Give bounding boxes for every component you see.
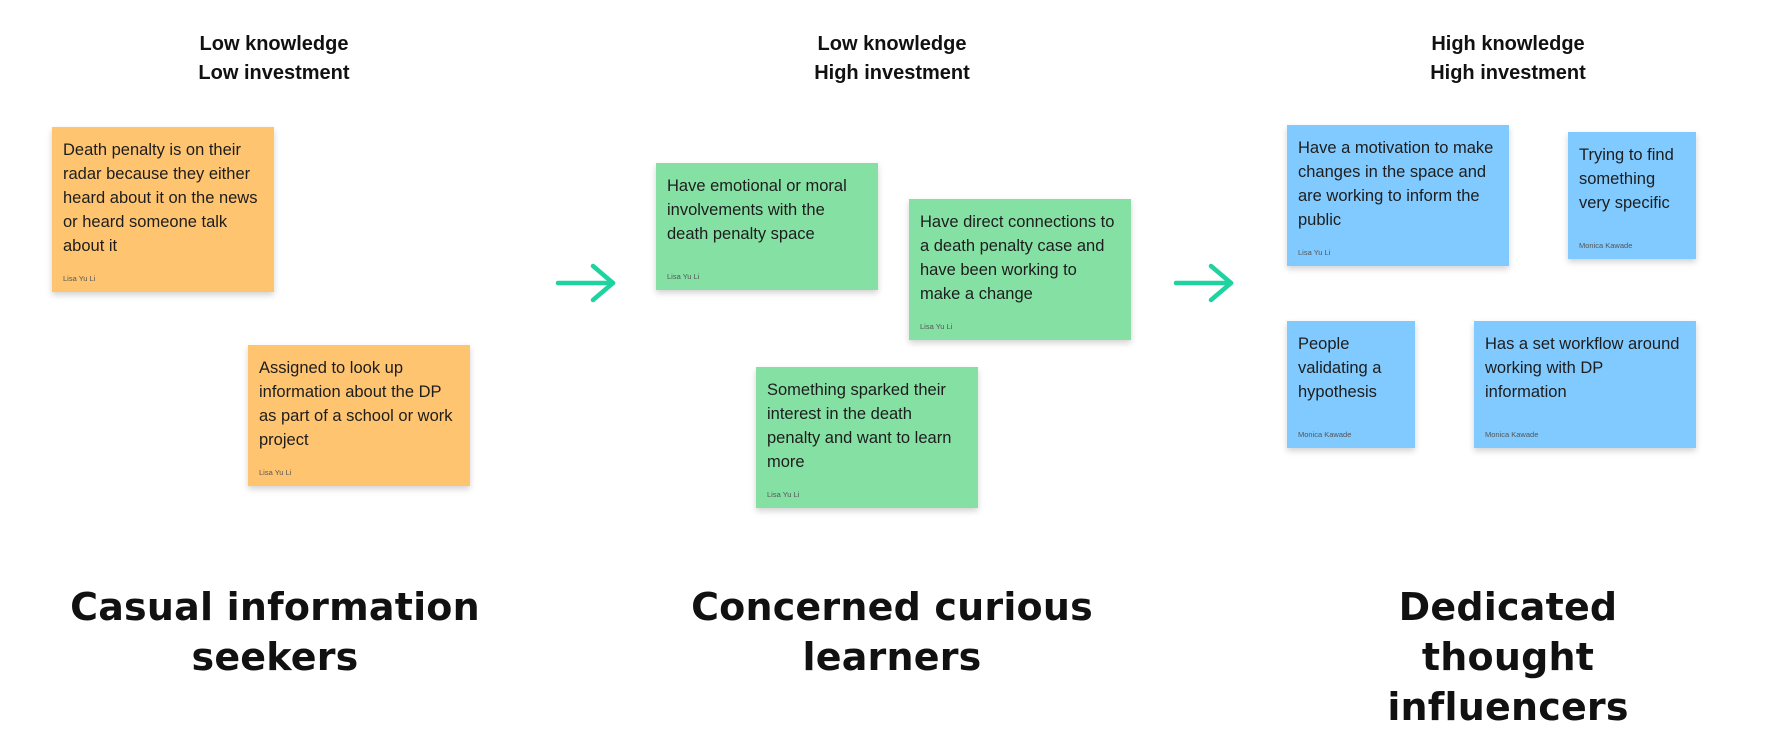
header-knowledge-label: Low knowledge	[817, 33, 967, 55]
right-arrow-icon	[555, 263, 616, 303]
header-investment-label: Low investment	[198, 62, 350, 84]
right-arrow-icon	[1173, 263, 1234, 303]
column-header-1: Low knowledge Low investment	[124, 30, 424, 88]
sticky-note-direct-connections[interactable]: Have direct connections to a death penal…	[909, 199, 1131, 340]
sticky-note-specific-search[interactable]: Trying to find something very specific M…	[1568, 132, 1696, 259]
sticky-note-sparked-interest[interactable]: Something sparked their interest in the …	[756, 367, 978, 508]
header-knowledge-label: High knowledge	[1431, 33, 1585, 55]
sticky-note-text: Have emotional or moral involvements wit…	[667, 177, 847, 243]
sticky-note-text: Death penalty is on their radar because …	[63, 141, 258, 255]
sticky-note-text: Trying to find something very specific	[1579, 146, 1674, 212]
header-knowledge-label: Low knowledge	[199, 33, 349, 55]
sticky-note-author: Lisa Yu Li	[667, 272, 700, 281]
sticky-note-motivation-change[interactable]: Have a motivation to make changes in the…	[1287, 125, 1509, 266]
sticky-note-author: Lisa Yu Li	[63, 274, 96, 283]
column-header-2: Low knowledge High investment	[742, 30, 1042, 88]
sticky-note-news-radar[interactable]: Death penalty is on their radar because …	[52, 127, 274, 292]
sticky-note-emotional-involvement[interactable]: Have emotional or moral involvements wit…	[656, 163, 878, 290]
sticky-note-author: Lisa Yu Li	[767, 490, 800, 499]
sticky-note-validating-hypothesis[interactable]: People validating a hypothesis Monica Ka…	[1287, 321, 1415, 448]
sticky-note-text: Something sparked their interest in the …	[767, 381, 952, 471]
header-investment-label: High investment	[1430, 62, 1586, 84]
sticky-note-author: Lisa Yu Li	[920, 322, 953, 331]
cluster-title-dedicated: Dedicated thought influencers	[1387, 585, 1629, 729]
sticky-note-author: Monica Kawade	[1298, 430, 1352, 439]
sticky-note-text: People validating a hypothesis	[1298, 335, 1382, 401]
sticky-note-set-workflow[interactable]: Has a set workflow around working with D…	[1474, 321, 1696, 448]
sticky-note-author: Lisa Yu Li	[1298, 248, 1331, 257]
sticky-note-text: Have direct connections to a death penal…	[920, 213, 1115, 303]
sticky-note-text: Assigned to look up information about th…	[259, 359, 453, 449]
sticky-note-text: Has a set workflow around working with D…	[1485, 335, 1680, 401]
header-investment-label: High investment	[814, 62, 970, 84]
cluster-title-concerned: Concerned curious learners	[691, 585, 1093, 679]
cluster-title-casual: Casual information seekers	[70, 585, 480, 679]
sticky-note-author: Monica Kawade	[1579, 241, 1633, 250]
sticky-note-text: Have a motivation to make changes in the…	[1298, 139, 1494, 229]
sticky-note-author: Monica Kawade	[1485, 430, 1539, 439]
sticky-note-assigned-project[interactable]: Assigned to look up information about th…	[248, 345, 470, 486]
column-header-3: High knowledge High investment	[1358, 30, 1658, 88]
sticky-note-author: Lisa Yu Li	[259, 468, 292, 477]
